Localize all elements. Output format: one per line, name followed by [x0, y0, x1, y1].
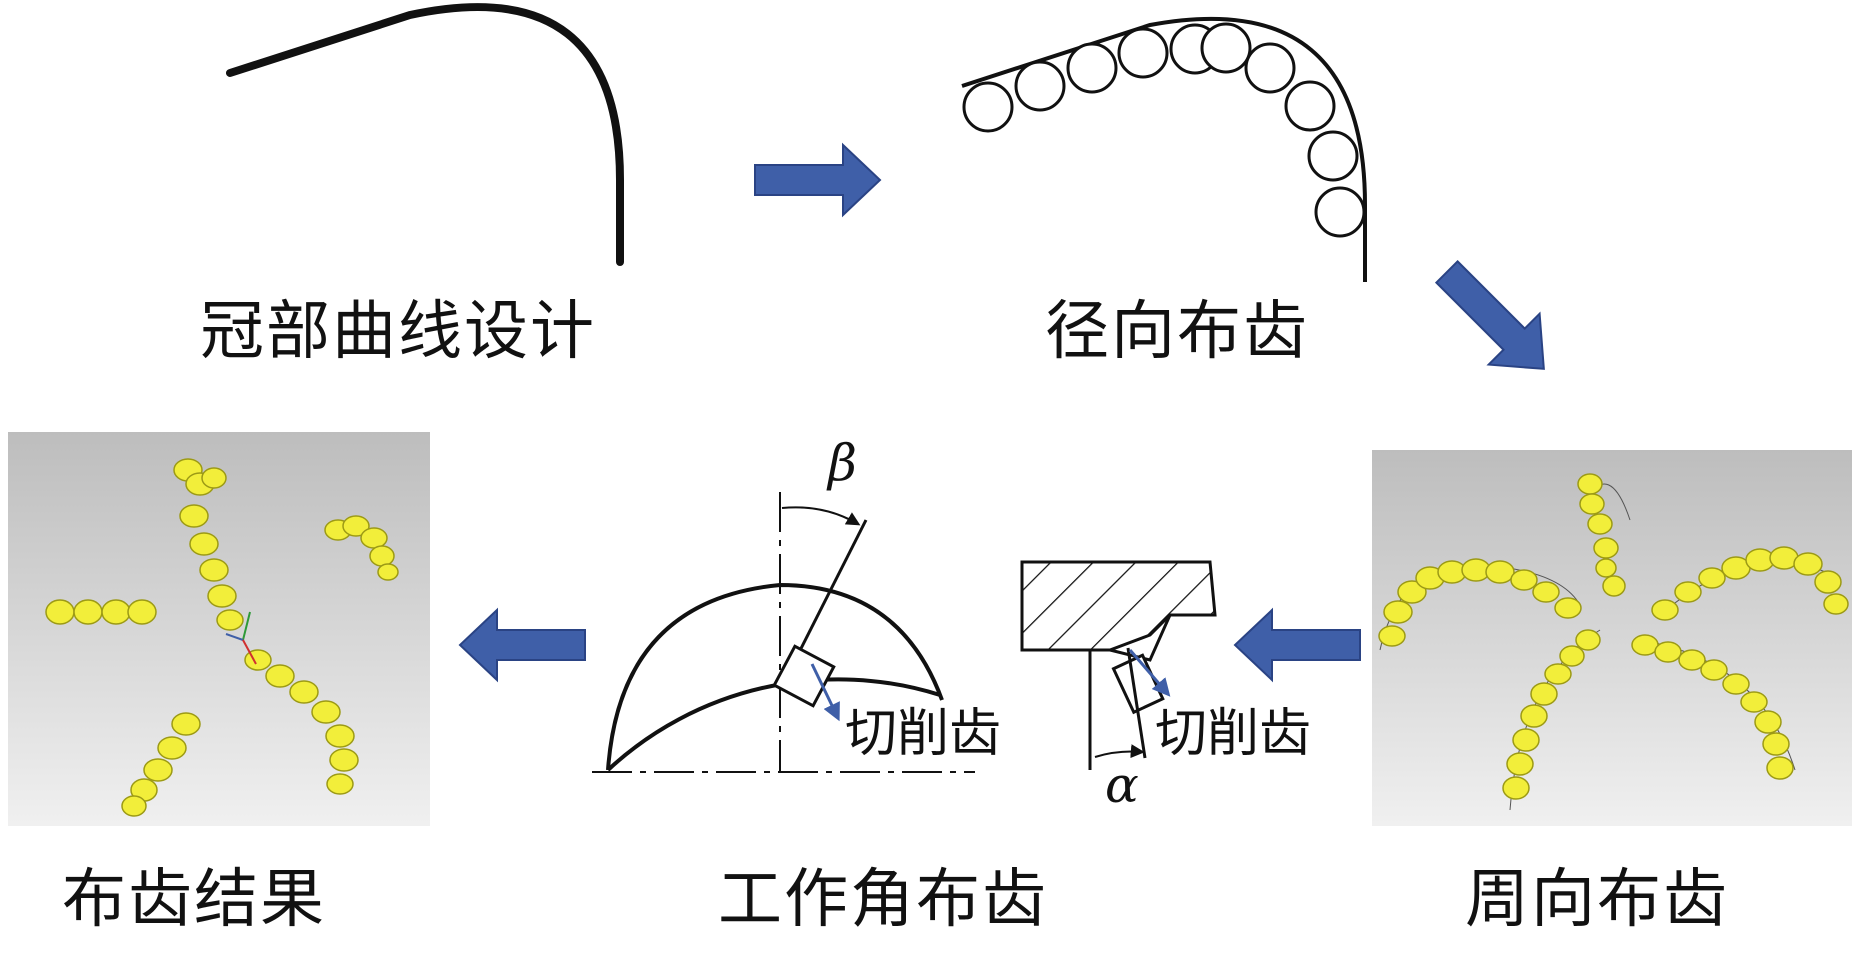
- arrow-left-icon-2: [458, 607, 586, 683]
- circumferential-layout-panel: [1372, 450, 1852, 826]
- beta-symbol: β: [828, 434, 857, 492]
- radial-layout-curve: [961, 16, 1367, 282]
- label-circumferential-layout: 周向布齿: [1465, 863, 1729, 937]
- cutter-alpha-sketch: [1020, 560, 1217, 770]
- arrow-down-right-icon: [1434, 259, 1545, 370]
- label-crown-curve-design: 冠部曲线设计: [200, 295, 596, 369]
- label-layout-result: 布齿结果: [62, 863, 326, 937]
- label-cutter-beta: 切削齿: [845, 704, 1002, 764]
- arrow-right-icon: [754, 142, 882, 218]
- label-cutter-alpha: 切削齿: [1155, 704, 1312, 764]
- label-working-angle-layout: 工作角布齿: [718, 863, 1048, 937]
- arrow-left-icon: [1233, 607, 1361, 683]
- crown-curve: [226, 3, 624, 266]
- alpha-symbol: α: [1105, 756, 1139, 814]
- axis-triad-icon: [225, 611, 257, 665]
- cutter-beta-sketch: [592, 492, 975, 773]
- label-radial-layout: 径向布齿: [1045, 295, 1309, 369]
- layout-result-panel: [8, 432, 430, 826]
